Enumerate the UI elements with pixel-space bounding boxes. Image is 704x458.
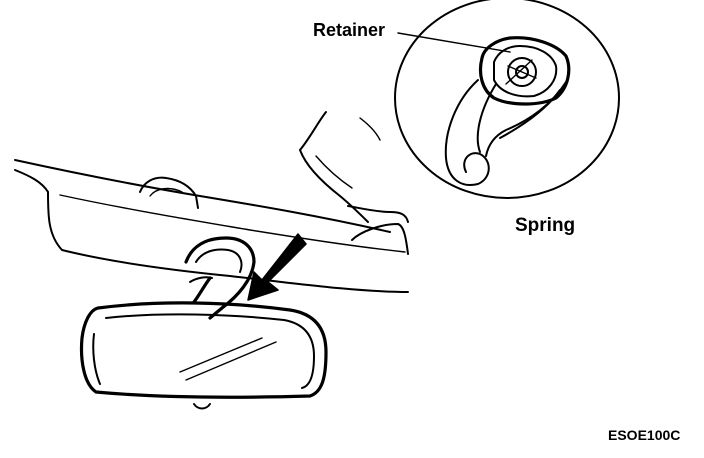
spring-label: Spring	[515, 215, 576, 236]
figure-code-label: ESOE100C	[608, 427, 681, 443]
retainer-label: Retainer	[313, 20, 386, 40]
detail-circle	[394, 0, 620, 199]
removal-arrow	[247, 233, 307, 301]
mirror-stay	[184, 236, 256, 320]
rear-view-mirror	[79, 301, 328, 410]
headliner-panel	[14, 111, 409, 293]
retainer-leader-line	[397, 32, 511, 53]
